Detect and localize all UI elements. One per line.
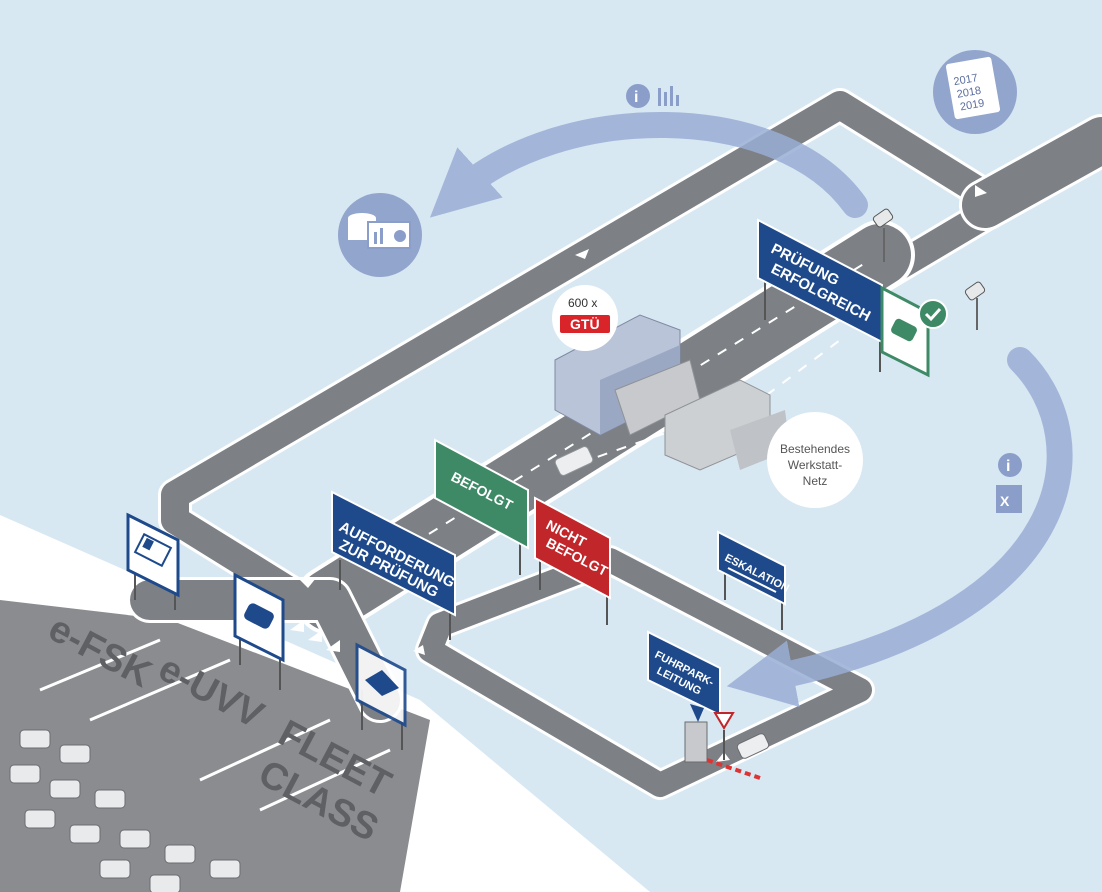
database-monitor-icon [338, 193, 422, 277]
car-icon [891, 318, 917, 342]
svg-text:i: i [1006, 458, 1010, 475]
parked-cars [9, 729, 241, 892]
camera-icon-2 [964, 281, 986, 330]
svg-text:X: X [1000, 493, 1010, 509]
car-approved-sign [880, 285, 948, 378]
werkstatt-line-3: Netz [803, 474, 828, 488]
flow-arrow-top [429, 111, 868, 218]
sign-fuhrparkleitung: FUHRPARK- LEITUNG [647, 630, 721, 722]
badge-count: 600 x [568, 296, 597, 310]
warning-sign-icon [713, 712, 735, 760]
barrier-booth [684, 721, 708, 763]
gtue-badge: 600 x GTÜ [552, 285, 618, 351]
werkstatt-line-1: Bestehendes [780, 442, 850, 456]
graduation-sign [355, 642, 407, 750]
flow-arrow-right [726, 347, 1073, 707]
checkmark-icon [918, 299, 948, 329]
lot-stripes [39, 638, 391, 812]
info-excel-icon: i X [996, 453, 1022, 513]
license-card-icon [133, 532, 173, 568]
svg-text:i: i [634, 89, 638, 106]
lane-dashes-main [394, 259, 871, 556]
info-chart-icon: i [626, 84, 679, 108]
exit-car [736, 733, 770, 759]
calendar-year-2018: 2018 [956, 85, 982, 101]
road-exit [962, 117, 1102, 228]
car-icon-2 [244, 603, 274, 629]
parking-lot [0, 600, 430, 892]
sign-befolgt: BEFOLGT [434, 438, 529, 575]
camera-icon [872, 208, 894, 262]
calendar-year-2017: 2017 [953, 72, 979, 88]
werkstatt-line-2: Werkstatt- [788, 458, 842, 472]
car-sign [233, 572, 285, 690]
badge-brand: GTÜ [570, 316, 600, 332]
van [554, 446, 594, 476]
sign-nicht-befolgt: NICHT BEFOLGT [534, 496, 611, 625]
graduation-cap-icon [365, 670, 399, 696]
werkstatt-network-label: Bestehendes Werkstatt- Netz [767, 412, 863, 508]
calendar-year-2019: 2019 [959, 97, 985, 113]
calendar-icon: 2017 2018 2019 [933, 50, 1017, 134]
license-sign [126, 512, 180, 610]
